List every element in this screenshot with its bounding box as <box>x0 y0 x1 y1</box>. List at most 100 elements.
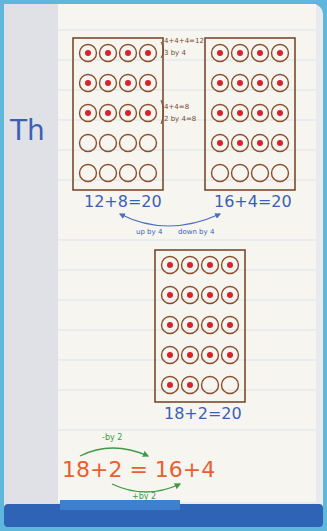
counter-circle <box>222 347 239 364</box>
change-arrow <box>112 484 180 492</box>
counter-circle <box>232 135 249 152</box>
counter-dot <box>257 50 263 56</box>
counter-circle <box>100 105 117 122</box>
counter-dot <box>227 262 233 268</box>
counter-circle <box>80 105 97 122</box>
equation: 18+2=20 <box>164 405 242 423</box>
counter-circle <box>272 75 289 92</box>
counter-circle <box>182 317 199 334</box>
change-arrow <box>80 448 148 456</box>
counter-circle <box>162 377 179 394</box>
counter-dot <box>227 292 233 298</box>
counter-circle <box>140 165 157 182</box>
counter-circle <box>202 287 219 304</box>
whiteboard-edge <box>4 4 64 504</box>
chart-paper <box>58 4 316 502</box>
counter-circle <box>232 105 249 122</box>
counter-dot <box>145 50 151 56</box>
equation: 12+8=20 <box>84 193 162 211</box>
counter-circle <box>140 45 157 62</box>
counter-dot <box>105 80 111 86</box>
counter-circle <box>222 257 239 274</box>
counter-dot <box>125 50 131 56</box>
counter-circle <box>222 317 239 334</box>
counter-dot <box>167 292 173 298</box>
counter-circle <box>222 377 239 394</box>
counter-dot <box>85 80 91 86</box>
counter-circle <box>100 165 117 182</box>
counter-circle <box>182 287 199 304</box>
counter-circle <box>252 165 269 182</box>
equation: 16+4=20 <box>214 193 292 211</box>
counter-dot <box>85 50 91 56</box>
note: 2 by 4=8 <box>164 116 196 124</box>
note: 3 by 4 <box>164 50 186 58</box>
counter-circle <box>182 257 199 274</box>
counter-dot <box>167 382 173 388</box>
counter-circle <box>252 45 269 62</box>
counter-circle <box>140 135 157 152</box>
counter-dot <box>167 352 173 358</box>
counter-dot <box>237 50 243 56</box>
counter-dot <box>217 80 223 86</box>
board-text: Th <box>10 116 45 147</box>
counter-circle <box>252 135 269 152</box>
counter-dot <box>105 50 111 56</box>
counter-dot <box>187 322 193 328</box>
ten-frame <box>205 38 295 190</box>
counter-circle <box>80 135 97 152</box>
counter-dot <box>145 110 151 116</box>
counter-circle <box>202 257 219 274</box>
counter-dot <box>187 262 193 268</box>
bin-lid <box>60 500 180 510</box>
arrow-note: up by 4 <box>136 229 162 237</box>
ten-frame <box>73 38 163 190</box>
ten-frames <box>73 38 295 402</box>
counter-dot <box>237 80 243 86</box>
paper-rules <box>58 30 316 430</box>
counter-circle <box>212 165 229 182</box>
counter-circle <box>222 287 239 304</box>
note: 4+4+4=12 <box>164 38 204 46</box>
counter-dot <box>85 110 91 116</box>
counter-circle <box>182 347 199 364</box>
counter-dot <box>227 322 233 328</box>
counter-dot <box>187 292 193 298</box>
counter-circle <box>100 45 117 62</box>
counter-dot <box>167 262 173 268</box>
counter-circle <box>232 75 249 92</box>
counter-dot <box>277 50 283 56</box>
counter-circle <box>120 105 137 122</box>
counter-circle <box>120 75 137 92</box>
counter-circle <box>202 377 219 394</box>
bracket <box>161 42 164 124</box>
counter-circle <box>232 165 249 182</box>
ten-frame <box>155 250 245 402</box>
counter-dot <box>125 80 131 86</box>
counter-dot <box>277 110 283 116</box>
counter-dot <box>207 322 213 328</box>
counter-dot <box>125 110 131 116</box>
counter-circle <box>140 105 157 122</box>
note: 4+4=8 <box>164 104 189 112</box>
counter-circle <box>252 75 269 92</box>
counter-dot <box>217 50 223 56</box>
arrow-note: +by 2 <box>132 493 156 502</box>
counter-circle <box>252 105 269 122</box>
arrow-note: -by 2 <box>102 434 122 443</box>
counter-circle <box>202 317 219 334</box>
counter-circle <box>212 135 229 152</box>
counter-dot <box>187 352 193 358</box>
arrow-note: down by 4 <box>178 229 214 237</box>
counter-circle <box>100 135 117 152</box>
counter-dot <box>217 140 223 146</box>
counter-circle <box>80 45 97 62</box>
counter-circle <box>212 105 229 122</box>
counter-dot <box>227 352 233 358</box>
counter-circle <box>212 75 229 92</box>
counter-circle <box>80 165 97 182</box>
counter-dot <box>257 80 263 86</box>
counter-dot <box>167 322 173 328</box>
